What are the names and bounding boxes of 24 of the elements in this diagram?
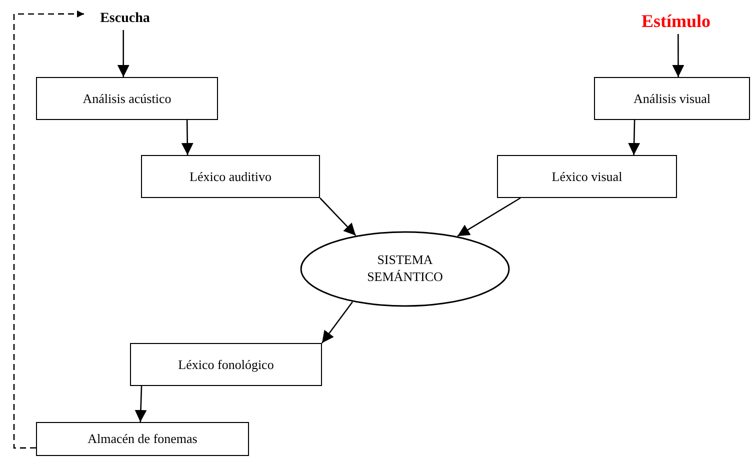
arrow: [320, 198, 356, 236]
node-label: Análisis acústico: [82, 90, 172, 106]
process-box: [36, 422, 249, 456]
node-label: Análisis visual: [634, 90, 710, 106]
arrow: [672, 34, 684, 77]
process-box: [36, 77, 218, 120]
process-box: [141, 155, 320, 198]
process-box: [594, 77, 750, 120]
arrow: [321, 302, 354, 344]
input-label: Estímulo: [641, 10, 710, 32]
arrow: [457, 197, 521, 237]
node-label: Almacén de fonemas: [88, 431, 198, 447]
process-box: [130, 343, 322, 386]
process-box: [497, 155, 677, 198]
node-label: Léxico auditivo: [190, 168, 272, 184]
arrow: [181, 120, 194, 155]
arrow: [13, 10, 84, 449]
node-label: Léxico visual: [552, 168, 622, 184]
arrow: [628, 120, 640, 156]
arrow: [134, 386, 147, 422]
node-label: Léxico fonológico: [178, 356, 274, 372]
arrow: [117, 30, 130, 77]
node-label: SISTEMA SEMÁNTICO: [366, 252, 444, 286]
input-label: Escucha: [100, 11, 150, 27]
